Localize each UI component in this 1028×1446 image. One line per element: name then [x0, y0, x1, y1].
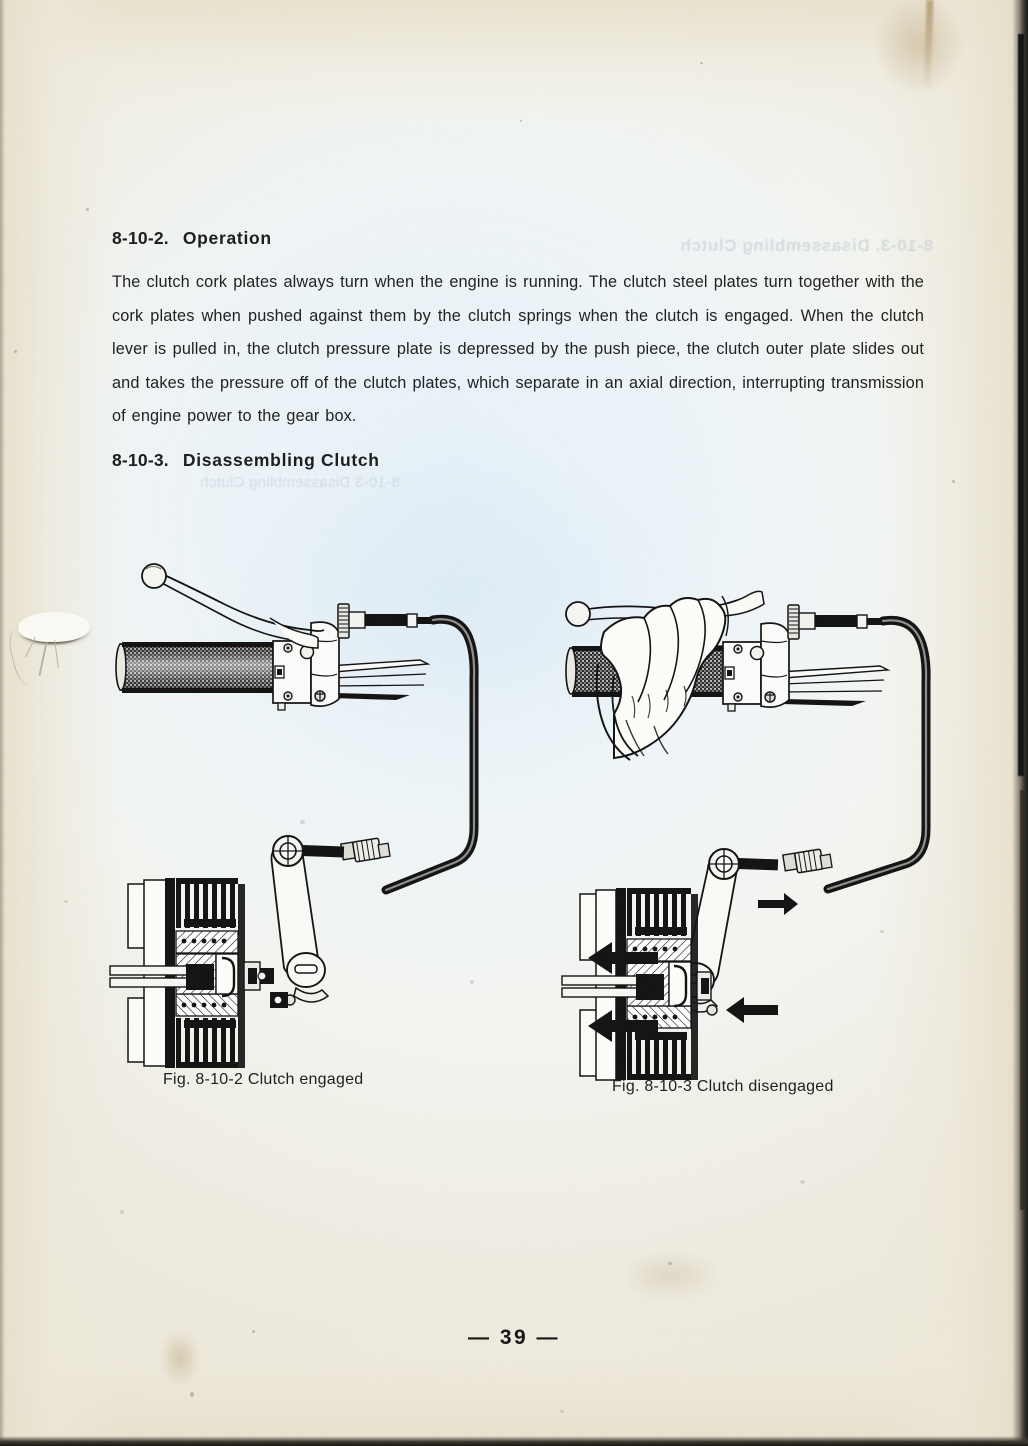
scan-edge-left: [0, 0, 5, 1446]
cable-barrel-adjuster-right: [782, 848, 833, 874]
ghost-line-bleed: 8-10-3 Disassembling Clutch: [200, 474, 400, 491]
figure-caption-engaged: Fig. 8-10-2 Clutch engaged: [163, 1071, 364, 1088]
section-number: 8-10-2.: [112, 228, 169, 248]
figure-caption-disengaged: Fig. 8-10-3 Clutch disengaged: [612, 1078, 834, 1095]
clutch-pack-section: [109, 878, 274, 1068]
section-title: Operation: [182, 228, 272, 248]
ghost-heading-bleed: 8-10-3. Disassembling Clutch: [680, 236, 933, 255]
cable-pull-arrow: [758, 893, 798, 915]
lever-cable-adjuster-right: [787, 604, 883, 640]
arm-push-arrow: [726, 997, 778, 1023]
scan-gap-sliver-upper: [1018, 34, 1024, 776]
clutch-cable-outer-right: [823, 615, 931, 894]
clutch-release-arm: [270, 835, 345, 1008]
handlebar-grip: [115, 642, 281, 693]
lever-perch-clamp-right: [722, 622, 790, 712]
section-heading-operation: 8-10-2. Operation: [112, 228, 272, 249]
handlebar-tube-right: [776, 665, 891, 706]
paper-punch-hole: [5, 596, 100, 689]
clutch-cable-outer: [381, 614, 479, 895]
figure-clutch-disengaged: [561, 580, 962, 1081]
figure-clutch-engaged: [109, 548, 490, 1068]
section-number-2: 8-10-3.: [112, 450, 169, 470]
stain-top-right: [853, 0, 973, 100]
stain-lower-middle: [600, 1240, 740, 1310]
scan-edge-bottom: [0, 1436, 1028, 1446]
section-heading-disassembling-clutch: 8-10-3. Disassembling Clutch: [112, 450, 380, 471]
section-title-2: Disassembling Clutch: [182, 450, 380, 470]
clutch-lever: [141, 563, 325, 649]
clutch-pack-section-disengaged: [561, 888, 712, 1081]
scan-gap-sliver-lower: [1020, 790, 1025, 1210]
page-folio: — 39 —: [467, 1326, 561, 1349]
cable-barrel-adjuster: [340, 837, 391, 863]
paper-edge-left: [0, 0, 120, 1446]
handlebar-tube: [326, 659, 431, 700]
lever-cable-adjuster: [337, 603, 433, 639]
operation-body-text: The clutch cork plates always turn when …: [112, 273, 924, 425]
